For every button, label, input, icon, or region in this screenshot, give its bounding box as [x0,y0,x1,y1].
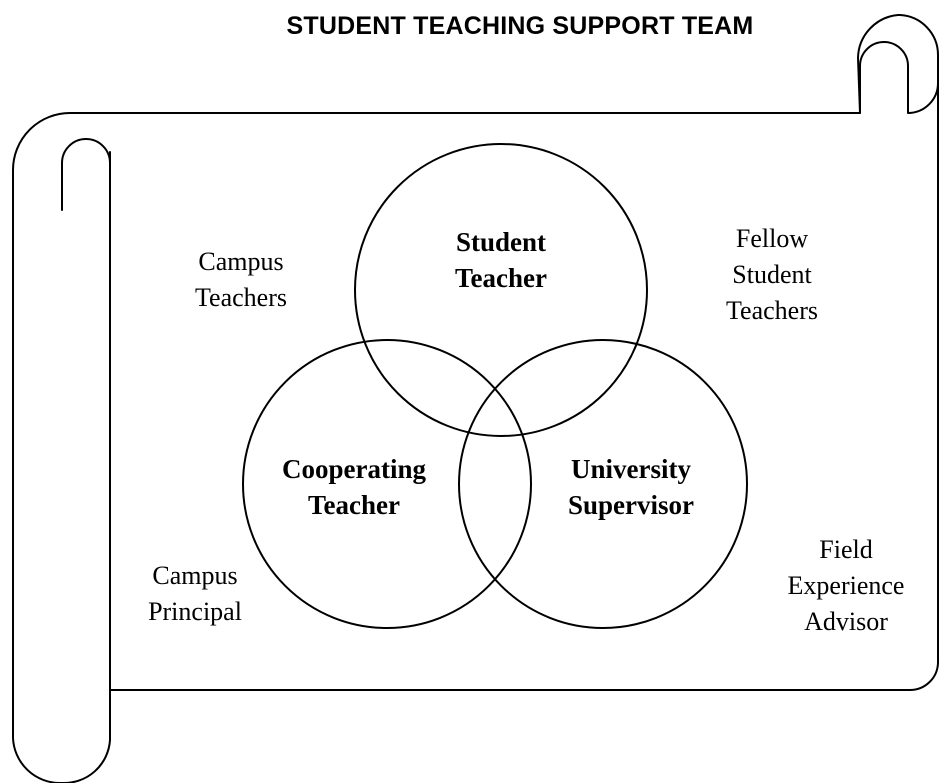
page-title: STUDENT TEACHING SUPPORT TEAM [286,12,754,40]
label-fellow-line-3: Teachers [725,296,818,325]
label-fellow-line-1: Fellow [735,224,809,253]
circle-university-supervisor [458,339,748,629]
label-campus-principal-line-1: Campus [152,561,238,590]
label-campus-teachers-line-2: Teachers [194,283,287,312]
label-field-line-3: Advisor [804,607,888,636]
label-student-teacher: Student Teacher [427,224,575,296]
label-university-supervisor: University Supervisor [546,451,716,523]
label-field-line-1: Field [819,535,873,564]
label-field-experience-advisor: Field Experience Advisor [761,532,931,640]
scroll-left-roll [12,112,111,783]
label-student-teacher-line-1: Student [455,227,547,257]
scroll-top-curl [857,14,940,114]
label-field-line-2: Experience [787,571,905,600]
label-fellow-student-teachers: Fellow Student Teachers [697,221,847,329]
label-campus-teachers: Campus Teachers [166,244,316,316]
label-campus-principal-line-2: Principal [148,597,242,626]
scroll-sheet-outline [69,41,939,691]
label-student-teacher-line-2: Teacher [455,263,547,293]
label-fellow-line-2: Student [732,260,812,289]
label-university-supervisor-line-2: Supervisor [567,490,694,520]
label-campus-teachers-line-1: Campus [198,247,284,276]
label-university-supervisor-line-1: University [571,454,691,484]
circle-student-teacher [354,143,648,437]
label-cooperating-teacher: Cooperating Teacher [256,451,452,523]
label-cooperating-teacher-line-1: Cooperating [282,454,426,484]
circle-cooperating-teacher [242,339,532,629]
label-cooperating-teacher-line-2: Teacher [308,490,400,520]
label-campus-principal: Campus Principal [120,558,270,630]
scroll-left-inner-loop [61,138,111,211]
